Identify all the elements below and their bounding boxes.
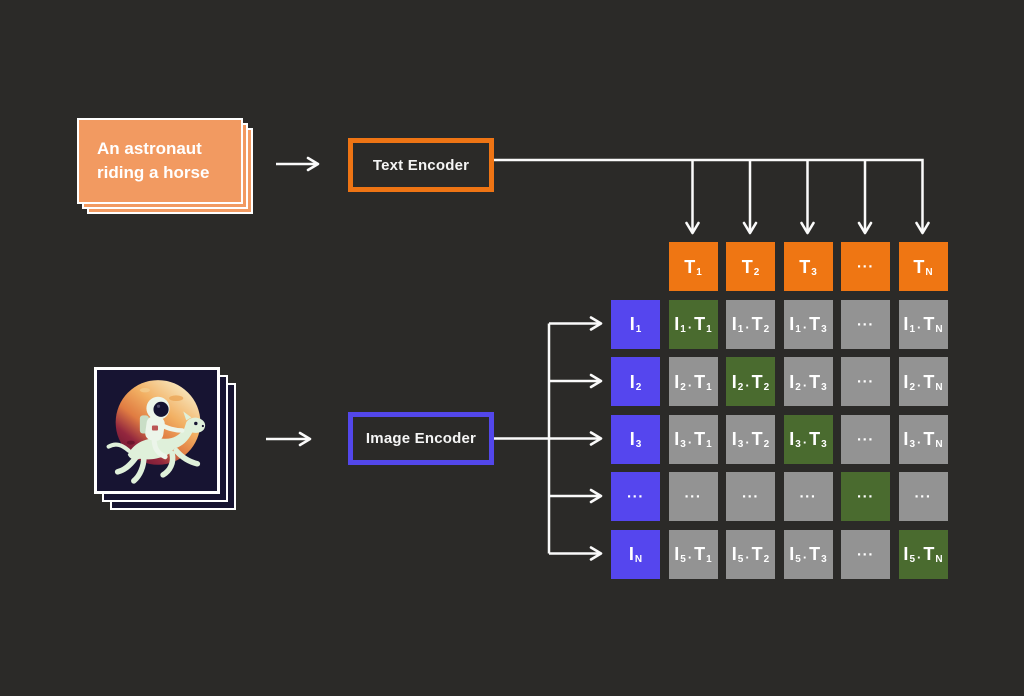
text-encoder-bus: [493, 158, 930, 235]
image-card: [94, 367, 236, 510]
matrix-cell: ...: [841, 414, 890, 464]
matrix-cell: ...: [841, 299, 890, 349]
astronaut-riding-horse-icon: [97, 370, 217, 491]
prompt-text: An astronaut riding a horse: [97, 138, 210, 182]
image-encoder-box: Image Encoder: [348, 412, 494, 465]
prompt-card-front: An astronaut riding a horse: [77, 118, 243, 204]
matrix-cell: ...: [841, 472, 890, 521]
i-header-cell: ...: [611, 472, 660, 521]
prompt-card: An astronaut riding a horse: [77, 118, 253, 214]
text-encoder-label: Text Encoder: [372, 156, 470, 174]
matrix-corner: [611, 242, 660, 291]
matrix-cell: ...: [783, 472, 833, 521]
matrix-cell: ...: [898, 472, 948, 521]
image-card-front: [94, 367, 220, 494]
text-encoder-box: Text Encoder: [348, 138, 494, 192]
matrix-cell: ...: [841, 529, 890, 579]
matrix-cell: ...: [668, 472, 718, 521]
matrix-cell: ...: [841, 357, 890, 406]
matrix-cell: ...: [726, 472, 775, 521]
image-encoder-label: Image Encoder: [365, 430, 477, 447]
t-header-cell: ...: [841, 242, 890, 291]
